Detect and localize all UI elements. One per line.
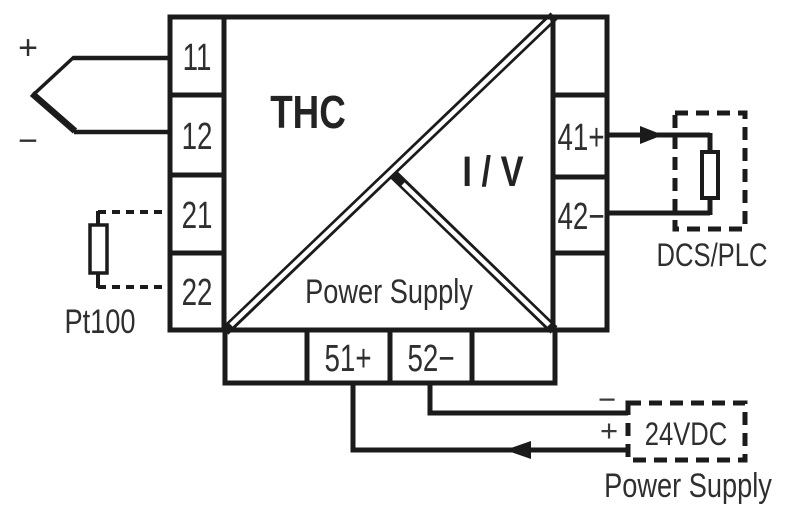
dcs-plc-label: DCS/PLC (657, 238, 768, 273)
terminal-51-label: 51+ (324, 338, 371, 380)
terminal-11-label: 11 (183, 37, 212, 79)
terminal-52-label: 52− (407, 338, 454, 380)
pt100-label: Pt100 (64, 302, 135, 341)
supply-51-wire (350, 381, 628, 453)
pt100-resistor-symbol (88, 223, 109, 275)
power-supply-circuit: − + 24VDC Power Supply (350, 381, 772, 505)
dcs-plc-dashed-box (672, 110, 748, 232)
terminal-41-label: 41+ (557, 117, 604, 159)
isolation-diagonal-branch-gap (401, 182, 551, 327)
terminal-22-label: 22 (182, 272, 213, 314)
thermocouple-junction-upper-leg (31, 55, 76, 97)
module-input-label: THC (270, 86, 346, 138)
supply-52-wire (427, 381, 628, 416)
psu-minus-label: − (598, 382, 616, 417)
psu-dashed-box (625, 400, 748, 463)
thermocouple-plus-label: + (18, 29, 38, 67)
dcs-load-resistor-symbol (700, 150, 720, 200)
module-power-label: Power Supply (305, 272, 473, 311)
psu-voltage-label: 24VDC (645, 417, 728, 452)
psu-plus-label: + (600, 413, 618, 448)
isolation-diagonal-main-gap (229, 18, 552, 327)
right-terminal-column-bg (553, 17, 607, 330)
thermocouple-minus-label: − (18, 122, 38, 160)
isolation-barriers (221, 12, 558, 335)
psu-name-label: Power Supply (604, 466, 772, 505)
output-circuit: DCS/PLC (607, 110, 768, 274)
module-output-label: I / V (462, 148, 523, 195)
terminal-labels: 11 12 21 22 41+ 42− 51+ 52− (182, 37, 605, 380)
terminal-42-label: 42− (557, 196, 604, 238)
terminal-12-label: 12 (182, 116, 213, 158)
supply-arrow-left-icon (505, 441, 531, 459)
right-terminal-column (550, 14, 610, 333)
thermocouple-junction-lower-leg (29, 91, 78, 134)
thermocouple-circuit: + − (18, 29, 172, 160)
module-frames (167, 14, 610, 386)
pt100-circuit: Pt100 (64, 210, 170, 341)
output-arrow-right-icon (640, 126, 663, 144)
terminal-21-label: 21 (182, 195, 213, 237)
module-labels: THC I / V Power Supply (270, 86, 523, 311)
